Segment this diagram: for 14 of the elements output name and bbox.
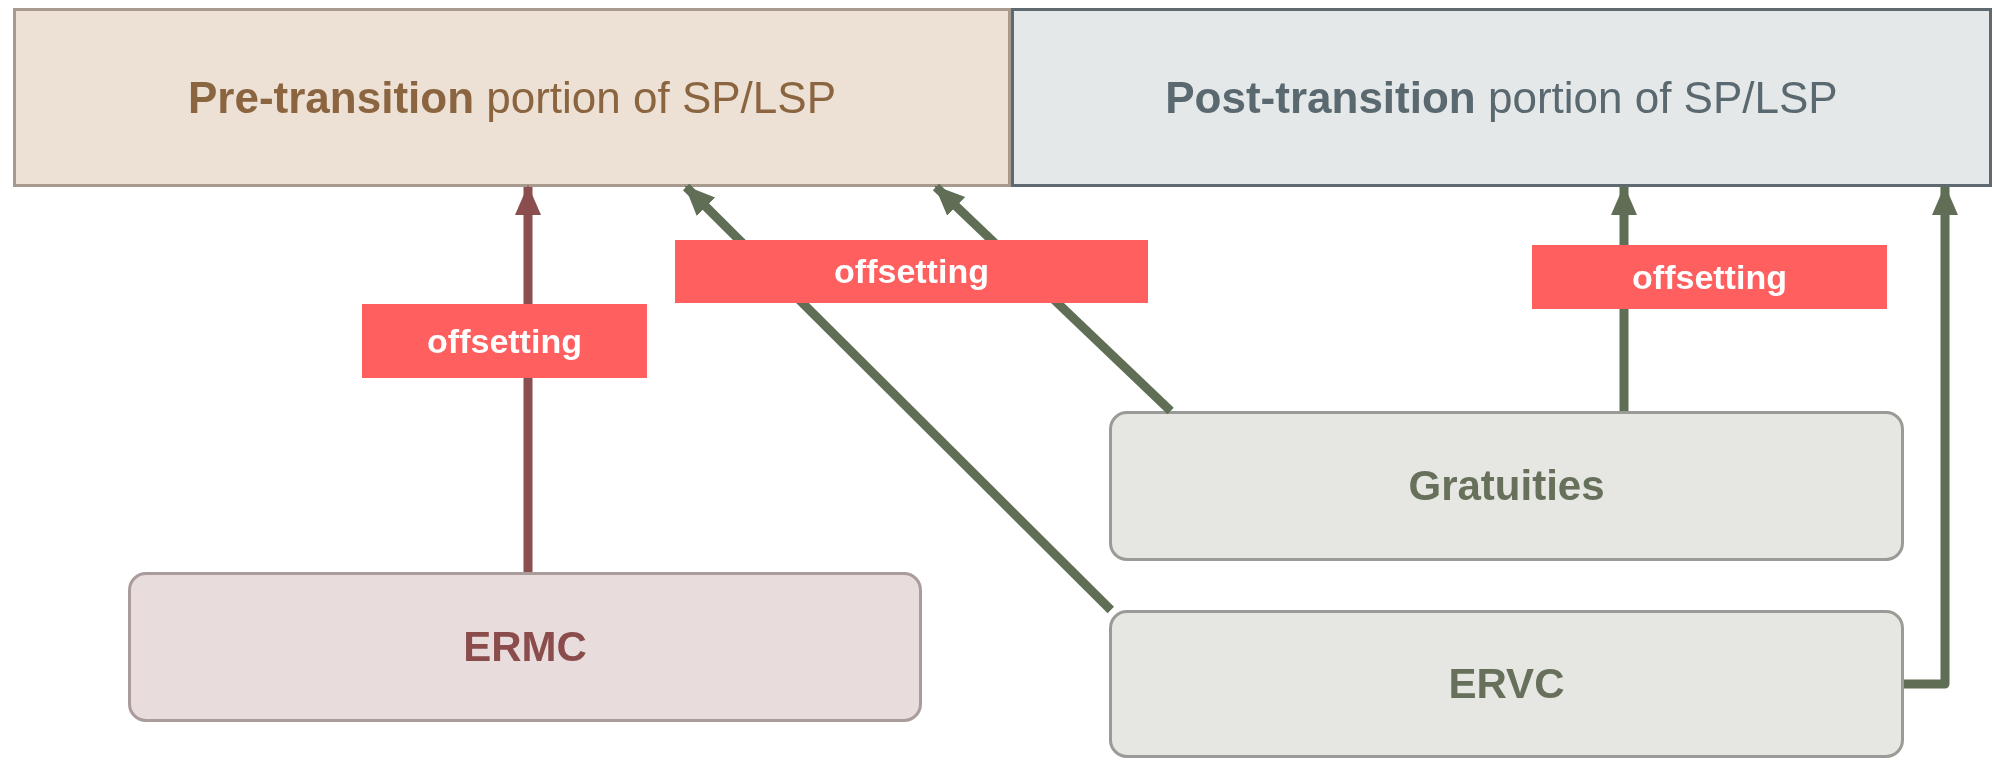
band-title: Post-transition portion of SP/LSP (1165, 72, 1838, 123)
arrow (1904, 185, 1958, 689)
box-label: ERVC (1448, 660, 1565, 708)
category-box (1109, 610, 1904, 758)
section-band (13, 8, 1011, 187)
category-box (1109, 411, 1904, 561)
category-box (128, 572, 922, 722)
edge-label: offsetting (362, 304, 647, 378)
box-label: ERMC (463, 623, 587, 671)
edge-label: offsetting (675, 240, 1148, 303)
edge-label: offsetting (1532, 245, 1887, 309)
box-label: Gratuities (1408, 462, 1605, 510)
section-band (1011, 8, 1992, 187)
band-title: Pre-transition portion of SP/LSP (187, 72, 836, 123)
